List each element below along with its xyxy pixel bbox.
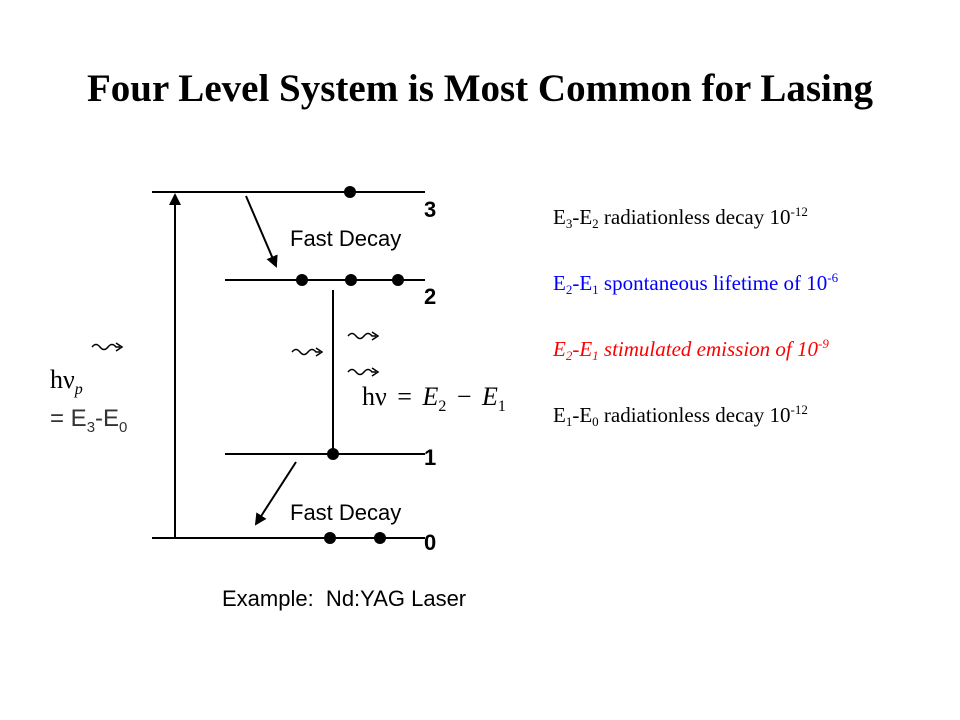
level-1-label: 1 (424, 445, 436, 470)
fast-decay-arrow-lower (254, 461, 297, 526)
level-0-label: 0 (424, 530, 436, 555)
note-e2-e1-spontaneous: E2-E1 spontaneous lifetime of 10-6 (553, 270, 839, 297)
fast-decay-label-upper: Fast Decay (290, 226, 401, 251)
population-dot (374, 532, 386, 544)
fast-decay-arrow-upper (245, 195, 278, 268)
population-dot (324, 532, 336, 544)
fast-decay-label-lower: Fast Decay (290, 500, 401, 525)
pump-energy-symbol: hνp (50, 365, 83, 398)
emitted-photon-icon (347, 331, 380, 341)
population-dot (392, 274, 404, 286)
note-e3-e2: E3-E2 radiationless decay 10-12 (553, 204, 808, 231)
level-3-label: 3 (424, 197, 436, 222)
note-e1-e0: E1-E0 radiationless decay 10-12 (553, 402, 808, 429)
slide-title: Four Level System is Most Common for Las… (86, 67, 874, 110)
population-dot (327, 448, 339, 460)
note-e2-e1-stimulated: E2-E1 stimulated emission of 10-9 (553, 336, 829, 363)
example-caption: Example: Nd:YAG Laser (222, 586, 466, 611)
population-dot (296, 274, 308, 286)
emitted-photon-icon (347, 367, 380, 377)
incident-photon-icon (291, 347, 324, 357)
pump-energy-equation: = E3-E0 (50, 405, 127, 436)
population-dot (344, 186, 356, 198)
population-dot (345, 274, 357, 286)
level-2-label: 2 (424, 284, 436, 309)
emission-energy-equation: hν = E2 − E1 (362, 382, 506, 417)
pump-photon-icon (91, 342, 124, 352)
